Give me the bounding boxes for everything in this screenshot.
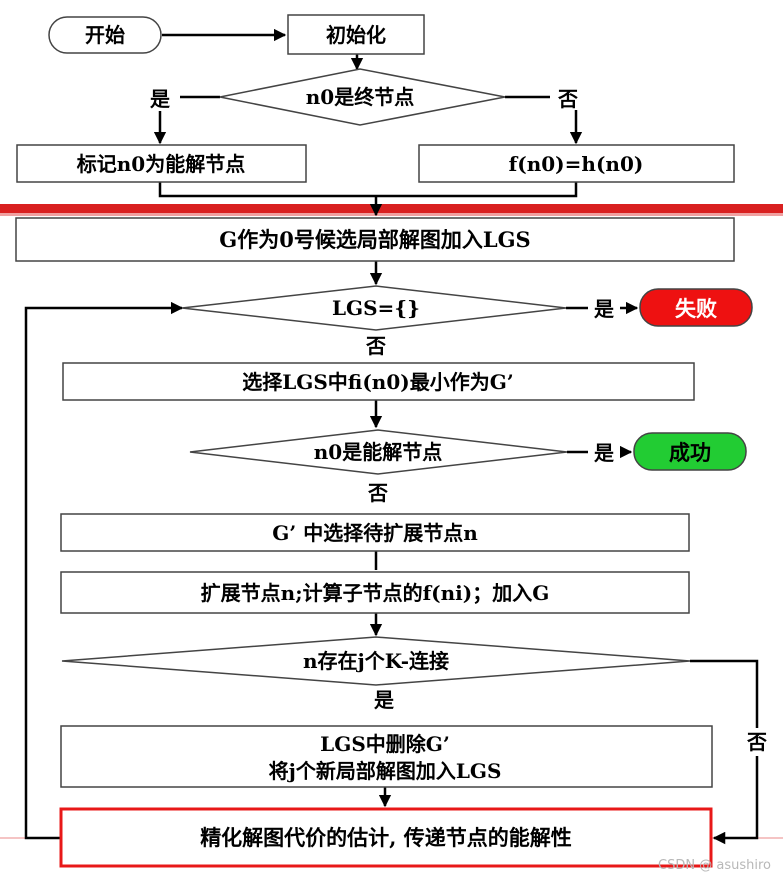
select-expand-label: G’ 中选择待扩展节点n — [272, 521, 478, 545]
yes-success-label: 是 — [593, 441, 614, 465]
lgs-empty-label: LGS={} — [332, 296, 420, 320]
mark-solvable-label: 标记n0为能解节点 — [77, 152, 245, 176]
success-terminal: 成功 — [633, 432, 747, 471]
f-equals-h-label: f(n0)=h(n0) — [509, 152, 644, 176]
fail-label: 失败 — [675, 296, 717, 321]
remove-g-box: LGS中删除G’ 将j个新局部解图加入LGS — [60, 725, 713, 788]
remove-g-line2: 将j个新局部解图加入LGS — [269, 759, 502, 783]
k-connector-label: n存在j个K-连接 — [303, 649, 449, 673]
k-connector-diamond: n存在j个K-连接 — [61, 636, 691, 686]
start-terminal: 开始 — [48, 16, 162, 54]
no-lgs-label: 否 — [365, 334, 386, 358]
expand-node-label: 扩展节点n;计算子节点的f(ni)；加入G — [201, 581, 550, 605]
add-to-lgs-label: G作为0号候选局部解图加入LGS — [219, 227, 530, 252]
mark-solvable-box: 标记n0为能解节点 — [16, 144, 307, 183]
refine-label: 精化解图代价的估计, 传递节点的能解性 — [200, 825, 572, 850]
refine-box: 精化解图代价的估计, 传递节点的能解性 — [59, 807, 713, 868]
select-min-label: 选择LGS中fi(n0)最小作为G’ — [242, 370, 514, 394]
n0-solvable-label: n0是能解节点 — [314, 440, 442, 464]
init-box: 初始化 — [287, 14, 425, 55]
n0-solvable-diamond: n0是能解节点 — [189, 429, 568, 475]
success-label: 成功 — [669, 440, 711, 465]
no-k-label-bg — [741, 728, 773, 756]
expand-node-box: 扩展节点n;计算子节点的f(ni)；加入G — [60, 571, 690, 614]
no-k-label: 否 — [746, 730, 767, 754]
terminal-check-diamond: n0是终节点 — [219, 68, 506, 126]
remove-g-line1: LGS中删除G’ — [320, 732, 450, 756]
no-solvable-label: 否 — [367, 481, 388, 505]
no-label-right: 否 — [557, 87, 578, 111]
select-min-box: 选择LGS中fi(n0)最小作为G’ — [62, 362, 695, 401]
f-equals-h-box: f(n0)=h(n0) — [418, 144, 735, 183]
yes-label-left: 是 — [149, 87, 170, 111]
lgs-empty-diamond: LGS={} — [181, 285, 567, 331]
red-divider-bar — [0, 204, 783, 216]
yes-fail-label: 是 — [593, 297, 614, 321]
start-label: 开始 — [85, 23, 125, 47]
yes-k-label: 是 — [373, 688, 394, 712]
terminal-check-label: n0是终节点 — [306, 85, 414, 109]
fail-terminal: 失败 — [639, 288, 753, 327]
connectors — [24, 28, 759, 845]
select-expand-box: G’ 中选择待扩展节点n — [60, 513, 690, 552]
add-to-lgs-box: G作为0号候选局部解图加入LGS — [15, 217, 735, 262]
init-label: 初始化 — [326, 23, 386, 47]
watermark: CSDN @ asushiro — [658, 858, 771, 873]
